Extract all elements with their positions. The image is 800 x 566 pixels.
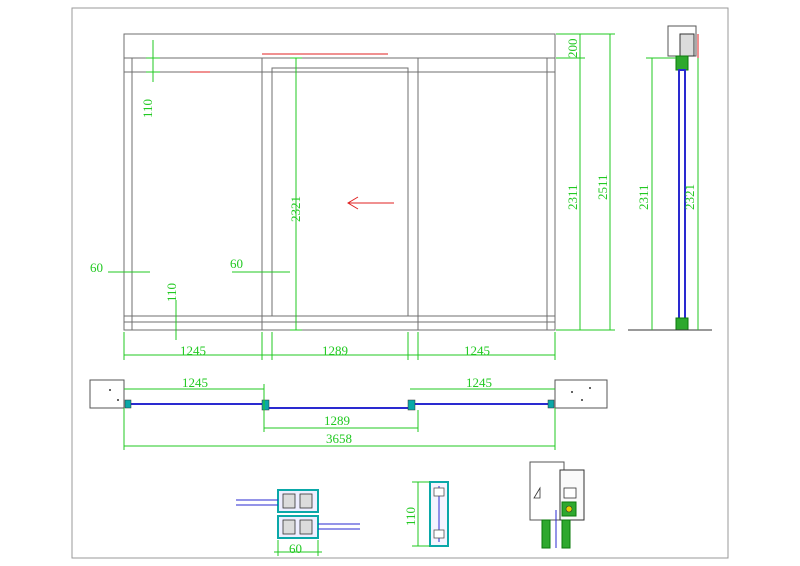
sliding-door-outer xyxy=(261,57,419,331)
front-dimension-lines xyxy=(108,40,556,360)
sheet-border xyxy=(71,7,729,559)
detail-profile-dim xyxy=(274,540,322,556)
bottom-guide xyxy=(675,317,689,331)
opening-direction-arrow xyxy=(347,196,394,210)
dim-panel-center: 1289 xyxy=(322,343,348,358)
left-wall-block xyxy=(89,379,125,409)
right-dimension-lines xyxy=(556,33,615,331)
plan-dimension-lines xyxy=(123,384,556,450)
dim-side-profile-left: 60 xyxy=(90,260,103,275)
side-dim-clear-height: 2311 xyxy=(636,184,651,210)
detail-profile-section xyxy=(429,481,449,547)
detail-dim-profile-width: 60 xyxy=(289,541,302,556)
dim-header: 200 xyxy=(565,39,580,59)
sliding-door-inner xyxy=(271,67,409,317)
plan-view xyxy=(89,379,608,411)
plan-dim-center-leaf: 1289 xyxy=(324,413,350,428)
right-wall-block xyxy=(554,379,608,409)
outer-frame xyxy=(123,33,556,331)
dim-top-gap: 110 xyxy=(140,99,155,118)
right-panel-inner xyxy=(417,71,548,317)
detail-section-dim xyxy=(412,481,430,547)
detail-profile-plan xyxy=(236,489,360,539)
dim-panel-right: 1245 xyxy=(464,343,490,358)
plan-dim-right-leaf: 1245 xyxy=(466,375,492,390)
side-dim-door-height: 2321 xyxy=(682,184,697,210)
dim-panel-left: 1245 xyxy=(180,343,206,358)
dim-bottom-gap: 110 xyxy=(164,283,179,302)
track-block xyxy=(679,33,695,57)
detail-dim-profile-height: 110 xyxy=(403,507,418,526)
dim-door-height: 2321 xyxy=(288,196,303,222)
side-dimension-lines xyxy=(646,57,699,330)
dim-total-height: 2511 xyxy=(595,174,610,200)
front-elevation xyxy=(123,33,556,331)
plan-dim-left-leaf: 1245 xyxy=(182,375,208,390)
dim-side-profile-mid: 60 xyxy=(230,256,243,271)
dim-clear-height: 2311 xyxy=(565,184,580,210)
detail-header-mechanism xyxy=(529,461,585,549)
side-section xyxy=(628,25,712,331)
plan-dim-overall: 3658 xyxy=(326,431,352,446)
top-guide xyxy=(675,55,689,71)
